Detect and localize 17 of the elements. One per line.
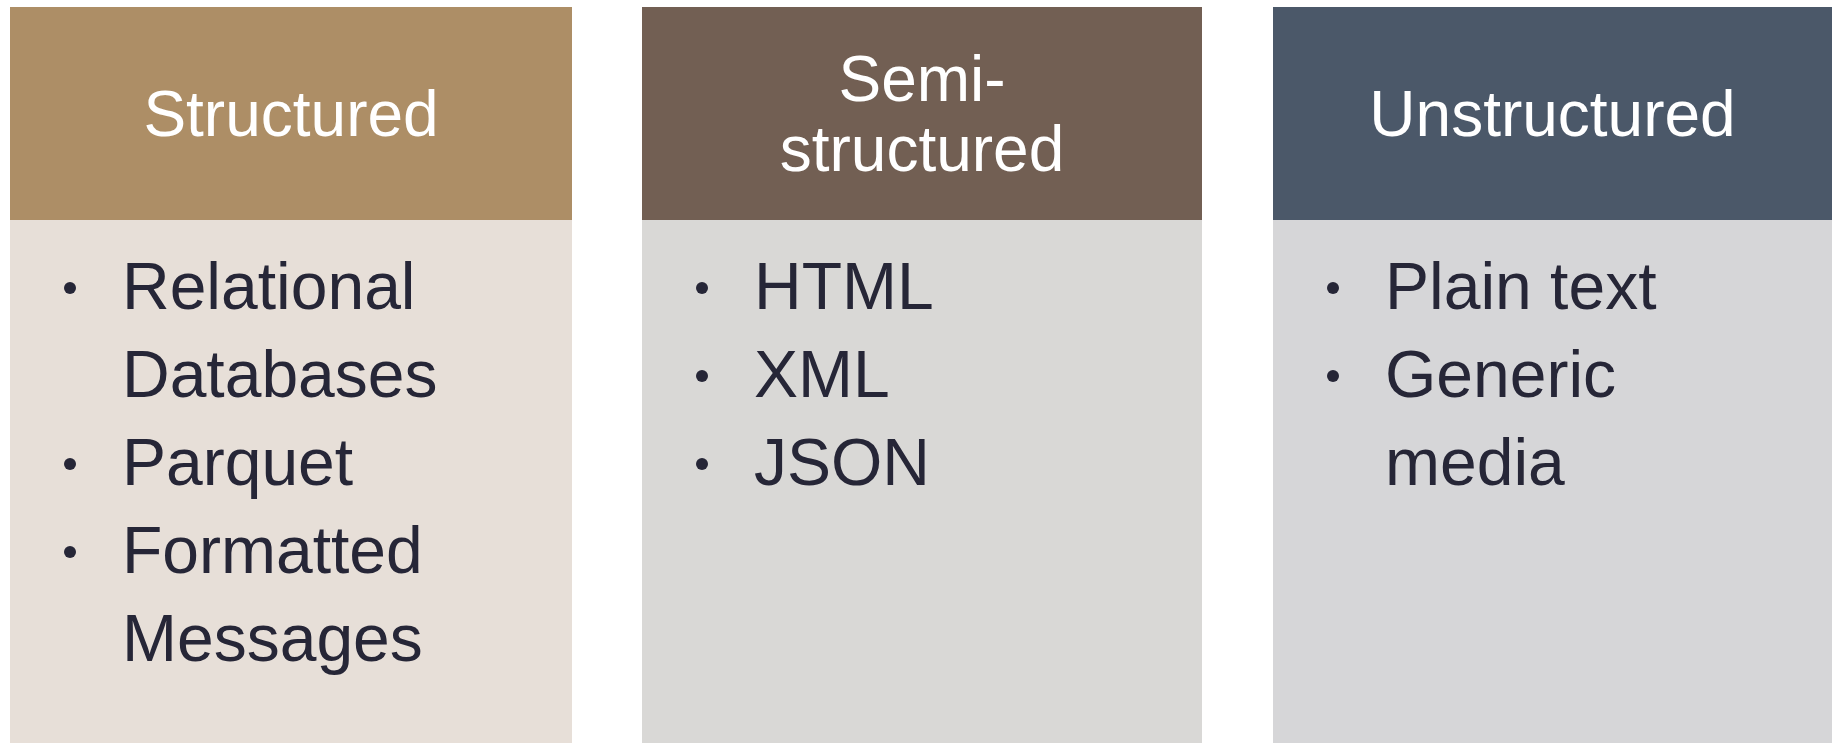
list-item: Generic media	[1385, 336, 1618, 501]
column-header	[642, 7, 1202, 220]
column-title: Structured	[143, 78, 439, 149]
column-header	[10, 7, 572, 220]
list-item: HTML	[754, 248, 934, 325]
list-item: Relational Databases	[122, 248, 439, 413]
column-panel	[642, 220, 1202, 743]
list-item: XML	[754, 336, 890, 413]
list-item: Parquet	[122, 424, 354, 501]
column-panel	[1273, 220, 1832, 743]
column-title: Semi-structured	[778, 43, 1066, 184]
list-item: Plain text	[1385, 248, 1657, 325]
column-header	[1273, 7, 1832, 220]
list-item: JSON	[754, 424, 931, 501]
column-panel	[10, 220, 572, 743]
column-title: Unstructured	[1369, 78, 1736, 149]
list-item: Formatted Messages	[122, 512, 424, 677]
